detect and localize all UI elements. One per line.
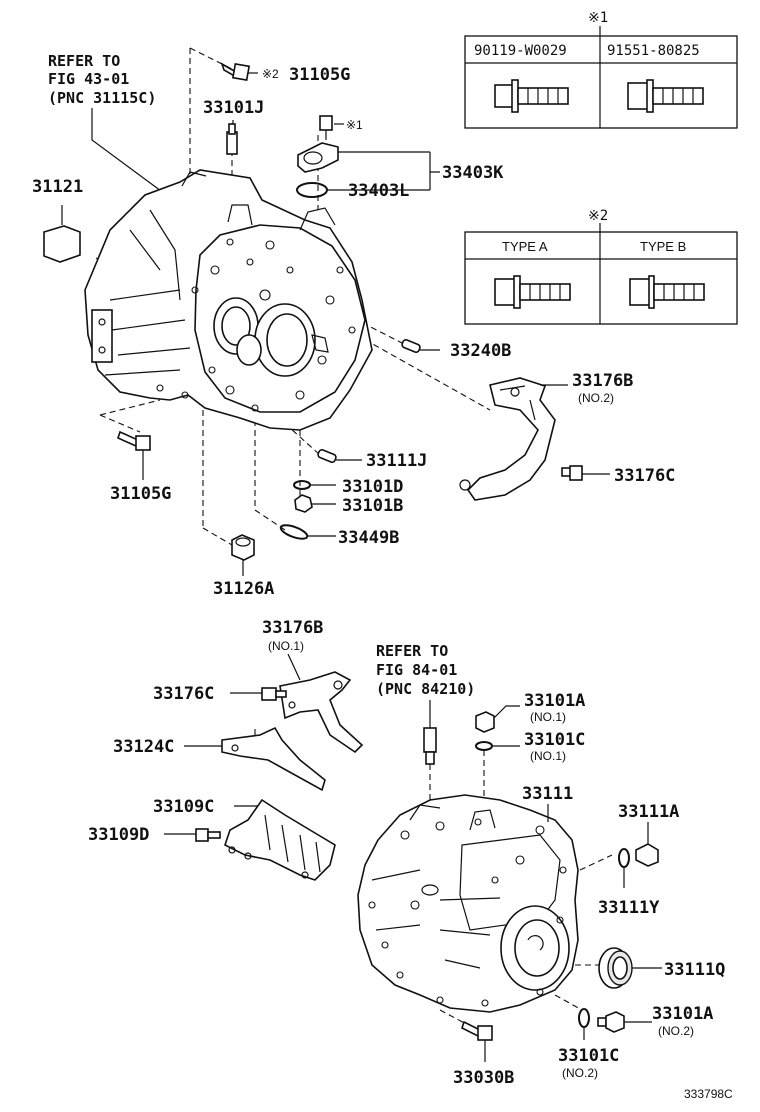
refer-mid-line2: FIG 84-01 (376, 661, 457, 679)
bolt-table-2: ※2 TYPE A TYPE B (464, 208, 738, 325)
label-33176c-top: 33176C (614, 466, 675, 486)
label-no1-c: (NO.1) (530, 749, 566, 763)
label-33101j: 33101J (203, 98, 264, 118)
speed-sensor-icon (423, 727, 437, 880)
bolt-mark1 (319, 115, 344, 140)
label-33101c-bot: 33101C (558, 1046, 619, 1066)
figure-id: 333798C (684, 1087, 733, 1101)
cover-33109c (224, 798, 336, 881)
seal-33449b (279, 524, 336, 540)
label-33124c: 33124C (113, 737, 174, 757)
label-33403l: 33403L (348, 181, 409, 201)
label-33176c-bot: 33176C (153, 684, 214, 704)
transaxle-housing-drawing (84, 47, 491, 546)
pin-33240b (401, 339, 440, 353)
bolt-table-1: ※1 90119-W0029 91551-80825 (464, 10, 738, 129)
flange-bolt-icon (494, 79, 569, 113)
table2-col2: TYPE B (640, 239, 686, 254)
label-33101a-top: 33101A (524, 691, 585, 711)
bolt-33176c-top (561, 465, 610, 481)
label-33101b: 33101B (342, 496, 403, 516)
label-31121: 31121 (32, 177, 83, 197)
label-33111j: 33111J (366, 451, 427, 471)
bracket-33176b-no2 (459, 377, 568, 501)
label-31105g-top: 31105G (289, 65, 350, 85)
refer-mid-line1: REFER TO (376, 642, 448, 660)
label-31105g-bot: 31105G (110, 484, 171, 504)
type-b-bolt-icon (629, 275, 705, 309)
oring-33111y (618, 848, 630, 888)
label-33240b: 33240B (450, 341, 511, 361)
label-33403k: 33403K (442, 163, 504, 183)
washer-33101c-no1 (475, 741, 520, 805)
bracket-33176b-no1 (279, 671, 364, 754)
label-33111q: 33111Q (664, 960, 725, 980)
refer-top-line2: FIG 43-01 (48, 70, 129, 88)
mark2-top: ※2 (262, 67, 279, 81)
plug-33101j (226, 120, 238, 155)
label-31126a: 31126A (213, 579, 274, 599)
bolt-33109d (195, 828, 221, 842)
washer-33101d (293, 480, 336, 490)
label-33111: 33111 (522, 784, 573, 804)
label-33111y: 33111Y (598, 898, 660, 918)
refer-top-line1: REFER TO (48, 52, 120, 70)
bolt-33176c-bot (261, 687, 287, 701)
bolt-31105g-bot (117, 430, 151, 480)
label-no2-b: (NO.2) (658, 1024, 694, 1038)
refer-note-mid: REFER TO FIG 84-01 (PNC 84210) (376, 642, 475, 728)
bolt-31105g-top (220, 62, 258, 82)
label-33101d: 33101D (342, 477, 403, 497)
label-no1-a: (NO.1) (268, 639, 304, 653)
mark1-label: ※1 (346, 118, 363, 132)
label-33101c-top: 33101C (524, 730, 585, 750)
plug-33101a-no1 (475, 705, 520, 733)
plug-33101a-no2 (597, 1011, 652, 1033)
label-33176b-top: 33176B (572, 371, 633, 391)
label-33111a: 33111A (618, 802, 679, 822)
refer-top-line3: (PNC 31115C) (48, 89, 156, 107)
plate-33124c (221, 726, 326, 792)
refer-note-top: REFER TO FIG 43-01 (PNC 31115C) (48, 52, 181, 206)
oring-33403l (296, 182, 430, 198)
table1-mark: ※1 (588, 10, 608, 26)
label-no2-c: (NO.2) (562, 1066, 598, 1080)
label-no1-b: (NO.1) (530, 710, 566, 724)
bolt-33030b (461, 1020, 493, 1062)
label-33449b: 33449B (338, 528, 399, 548)
seal-33111q (598, 947, 662, 989)
table1-col1: 90119-W0029 (474, 43, 567, 59)
pin-33111j (317, 449, 362, 463)
label-33176b-bot: 33176B (262, 618, 323, 638)
transaxle-case-drawing (357, 794, 613, 1026)
plug-33101b (294, 494, 336, 513)
table1-col2: 91551-80825 (607, 43, 700, 59)
table2-col1: TYPE A (502, 239, 548, 254)
plug-33111a (635, 843, 659, 867)
label-33109d: 33109D (88, 825, 149, 845)
retainer-33403k (297, 142, 430, 173)
block-31121 (43, 205, 81, 263)
label-33030b: 33030B (453, 1068, 514, 1088)
washer-33101c-no2 (578, 1008, 590, 1040)
label-33101a-bot: 33101A (652, 1004, 713, 1024)
table2-mark: ※2 (588, 208, 608, 224)
bushing-31126a (231, 534, 255, 576)
label-no2-a: (NO.2) (578, 391, 614, 405)
type-a-bolt-icon (494, 275, 571, 309)
hex-bolt-icon (627, 79, 704, 113)
refer-mid-line3: (PNC 84210) (376, 680, 475, 698)
label-33109c: 33109C (153, 797, 214, 817)
